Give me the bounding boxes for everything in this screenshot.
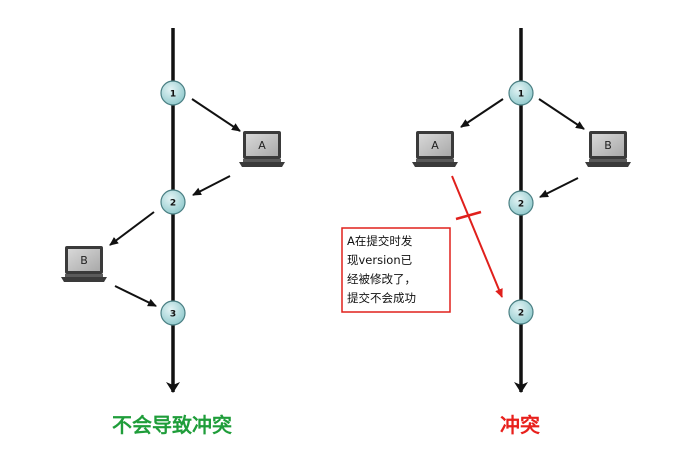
- right-arrow-1-to-a: [460, 98, 504, 128]
- laptop-a-icon: A: [239, 131, 285, 167]
- right-node-3: 2: [508, 299, 534, 325]
- left-node-2-label: 2: [170, 199, 176, 209]
- conflict-note-line-4: 提交不会成功: [347, 291, 416, 305]
- left-diagram: 1 2 3 A B 不会导致冲突: [61, 28, 285, 437]
- conflict-note: A在提交时发 现version已 经被修改了， 提交不会成功: [341, 227, 451, 313]
- right-caption: 冲突: [500, 413, 540, 437]
- right-node-2: 2: [508, 190, 534, 216]
- laptop-a-label: A: [431, 139, 439, 152]
- conflict-cross-mark: [455, 210, 482, 221]
- left-arrow-2-to-b: [109, 211, 155, 246]
- laptop-b-icon: B: [61, 246, 107, 282]
- conflict-note-line-1: A在提交时发: [347, 234, 413, 248]
- laptop-b-label: B: [80, 254, 88, 267]
- right-node-1: 1: [508, 80, 534, 106]
- left-node-3-label: 3: [170, 310, 176, 320]
- conflict-note-line-2: 现version已: [347, 253, 412, 267]
- left-arrow-b-to-3: [114, 285, 157, 307]
- conflict-arrow: [451, 175, 503, 298]
- left-arrow-a-to-2: [192, 175, 231, 196]
- right-arrow-1-to-b: [538, 98, 585, 130]
- left-node-3: 3: [160, 300, 186, 326]
- right-node-2-label: 2: [518, 200, 524, 210]
- left-node-1: 1: [160, 80, 186, 106]
- right-arrow-b-to-2: [539, 177, 579, 198]
- laptop-b-label: B: [604, 139, 612, 152]
- laptop-a-label: A: [258, 139, 266, 152]
- right-diagram: 1 2 2 A B A在提交时发 现v: [341, 28, 631, 437]
- left-node-2: 2: [160, 189, 186, 215]
- laptop-a-icon: A: [412, 131, 458, 167]
- left-node-1-label: 1: [170, 90, 176, 100]
- conflict-note-line-3: 经被修改了，: [347, 272, 416, 286]
- right-node-1-label: 1: [518, 90, 524, 100]
- right-node-3-label: 2: [518, 309, 524, 319]
- laptop-b-icon: B: [585, 131, 631, 167]
- left-arrow-1-to-a: [191, 98, 241, 132]
- left-caption: 不会导致冲突: [112, 413, 232, 437]
